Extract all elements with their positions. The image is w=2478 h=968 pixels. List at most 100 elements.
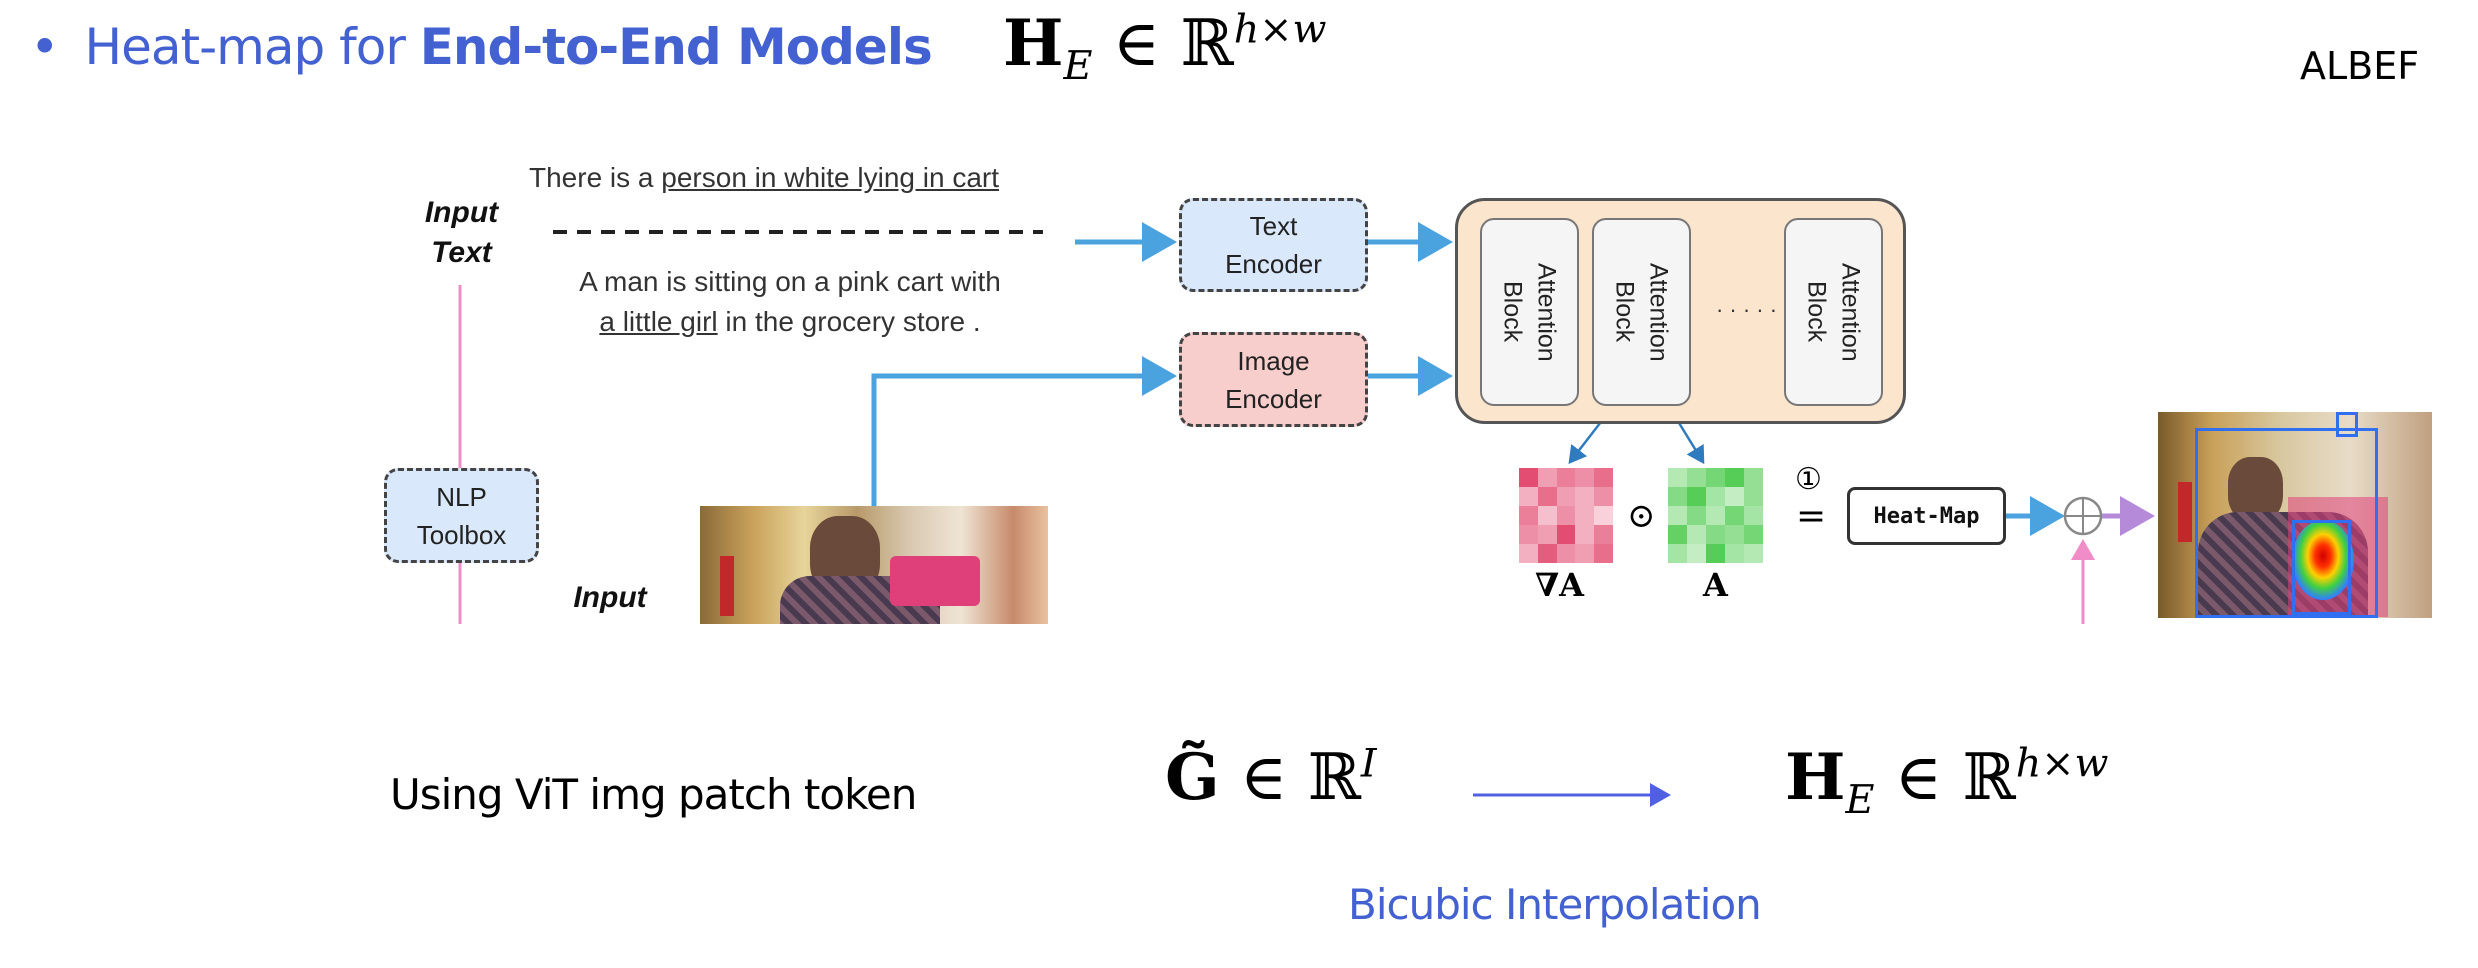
gradient-grid xyxy=(1519,468,1613,563)
math-set: ℝ xyxy=(1180,7,1234,81)
grid-cell xyxy=(1706,525,1725,544)
image-encoder-line1: Image xyxy=(1237,345,1310,376)
grid-cell xyxy=(1687,468,1706,487)
sentence-2: A man is sitting on a pink cart with a l… xyxy=(560,266,1020,338)
gradient-label: ∇A xyxy=(1535,566,1584,604)
grid-cell xyxy=(1519,544,1538,563)
grid-cell xyxy=(1668,506,1687,525)
odot-icon: ⊙ xyxy=(1627,496,1656,536)
bbox-girl xyxy=(2292,520,2351,615)
math-set: ℝ xyxy=(1962,741,2016,815)
grid-cell xyxy=(1725,487,1744,506)
block-label: Block xyxy=(1610,281,1639,343)
nlp-toolbox-line2: Toolbox xyxy=(416,519,507,550)
grid-cell xyxy=(1537,506,1557,525)
grid-cell xyxy=(1519,468,1538,487)
nlp-toolbox-box: NLP Toolbox xyxy=(384,468,539,563)
math-g-tilde: G̃ ∈ ℝI xyxy=(1165,740,1377,815)
input-text-label-line1: Input xyxy=(424,196,499,229)
grid-cell xyxy=(1725,506,1744,525)
grid-cell xyxy=(1556,544,1576,563)
math-sup: h×w xyxy=(1233,6,1327,53)
text-encoder-line2: Encoder xyxy=(1225,249,1322,279)
sentence-2-rest: in the grocery store . xyxy=(717,306,981,337)
vit-caption: Using ViT img patch token xyxy=(390,770,917,819)
grid-cell xyxy=(1594,525,1613,544)
grid-cell xyxy=(1725,544,1744,563)
math-symbol: H xyxy=(1003,6,1064,81)
math-sup: I xyxy=(1360,740,1377,787)
image-encoder-line2: Encoder xyxy=(1225,383,1322,414)
grid-cell xyxy=(1594,544,1613,563)
math-in: ∈ xyxy=(1112,7,1161,81)
grid-cell xyxy=(1706,544,1725,563)
block-label: Block xyxy=(1802,281,1831,343)
grid-cell xyxy=(1556,468,1576,487)
slide-title: •Heat-map for End-to-End Models xyxy=(30,18,933,76)
interpolation-caption: Bicubic Interpolation xyxy=(1348,880,1762,929)
math-set: ℝ xyxy=(1307,741,1361,815)
attention-label: A xyxy=(1703,566,1728,604)
bbox-small xyxy=(2336,412,2358,437)
grid-cell xyxy=(1687,544,1706,563)
model-tag: ALBEF xyxy=(2300,44,2420,88)
math-symbol: H xyxy=(1785,740,1846,815)
grid-cell xyxy=(1744,544,1763,563)
grid-cell xyxy=(1668,544,1687,563)
grid-cell xyxy=(1537,487,1557,506)
title-math: HE ∈ ℝh×w xyxy=(1003,6,1326,89)
grid-cell xyxy=(1668,525,1687,544)
grid-cell xyxy=(1519,506,1538,525)
arrow-image-to-encoder xyxy=(871,356,1177,506)
math-sub: E xyxy=(1063,42,1093,89)
output-image xyxy=(2158,412,2432,618)
grid-cell xyxy=(1706,487,1725,506)
grid-cell xyxy=(1706,506,1725,525)
grid-cell xyxy=(1594,506,1613,525)
grid-cell xyxy=(1668,468,1687,487)
grid-cell xyxy=(1594,487,1613,506)
block-label: Block xyxy=(1498,281,1527,343)
grid-cell xyxy=(1687,525,1706,544)
math-sup: h×w xyxy=(2015,740,2109,787)
grid-cell xyxy=(1575,544,1595,563)
heatmap-box: Heat-Map xyxy=(1847,487,2006,545)
math-h-e: HE ∈ ℝh×w xyxy=(1785,740,2108,823)
input-image-label: Input xyxy=(573,581,647,614)
grid-cell xyxy=(1519,487,1538,506)
bullet: • xyxy=(30,18,59,76)
attention-label: Attention xyxy=(1532,262,1561,362)
math-sub: E xyxy=(1845,776,1875,823)
extinguisher xyxy=(2178,482,2192,542)
sentence-1: There is a person in white lying in cart xyxy=(529,162,999,194)
grid-cell xyxy=(1687,506,1706,525)
grid-cell xyxy=(1744,487,1763,506)
extinguisher xyxy=(720,556,734,616)
nlp-toolbox-line1: NLP xyxy=(436,481,487,512)
bbox-person xyxy=(2195,428,2378,618)
grid-cell xyxy=(1706,468,1725,487)
person-head xyxy=(2228,457,2283,522)
attention-grid xyxy=(1668,468,1763,563)
text-encoder-line1: Text xyxy=(1249,211,1298,241)
sentence-2-line1: A man is sitting on a pink cart with xyxy=(579,266,1001,297)
heatmap-overlay xyxy=(2292,520,2354,600)
attention-label: Attention xyxy=(1644,262,1673,362)
pink-cart xyxy=(890,556,980,606)
grid-cell xyxy=(1537,525,1557,544)
math-in: ∈ xyxy=(1240,741,1288,815)
grid-cell xyxy=(1687,487,1706,506)
grid-cell xyxy=(1725,525,1744,544)
grid-cell xyxy=(1575,506,1595,525)
ellipsis: · · · · · xyxy=(1715,297,1778,322)
sentence-2-underlined: a little girl xyxy=(599,306,718,337)
step-marker: ① xyxy=(1795,462,1822,497)
grid-cell xyxy=(1575,525,1595,544)
grid-cell xyxy=(1556,487,1576,506)
